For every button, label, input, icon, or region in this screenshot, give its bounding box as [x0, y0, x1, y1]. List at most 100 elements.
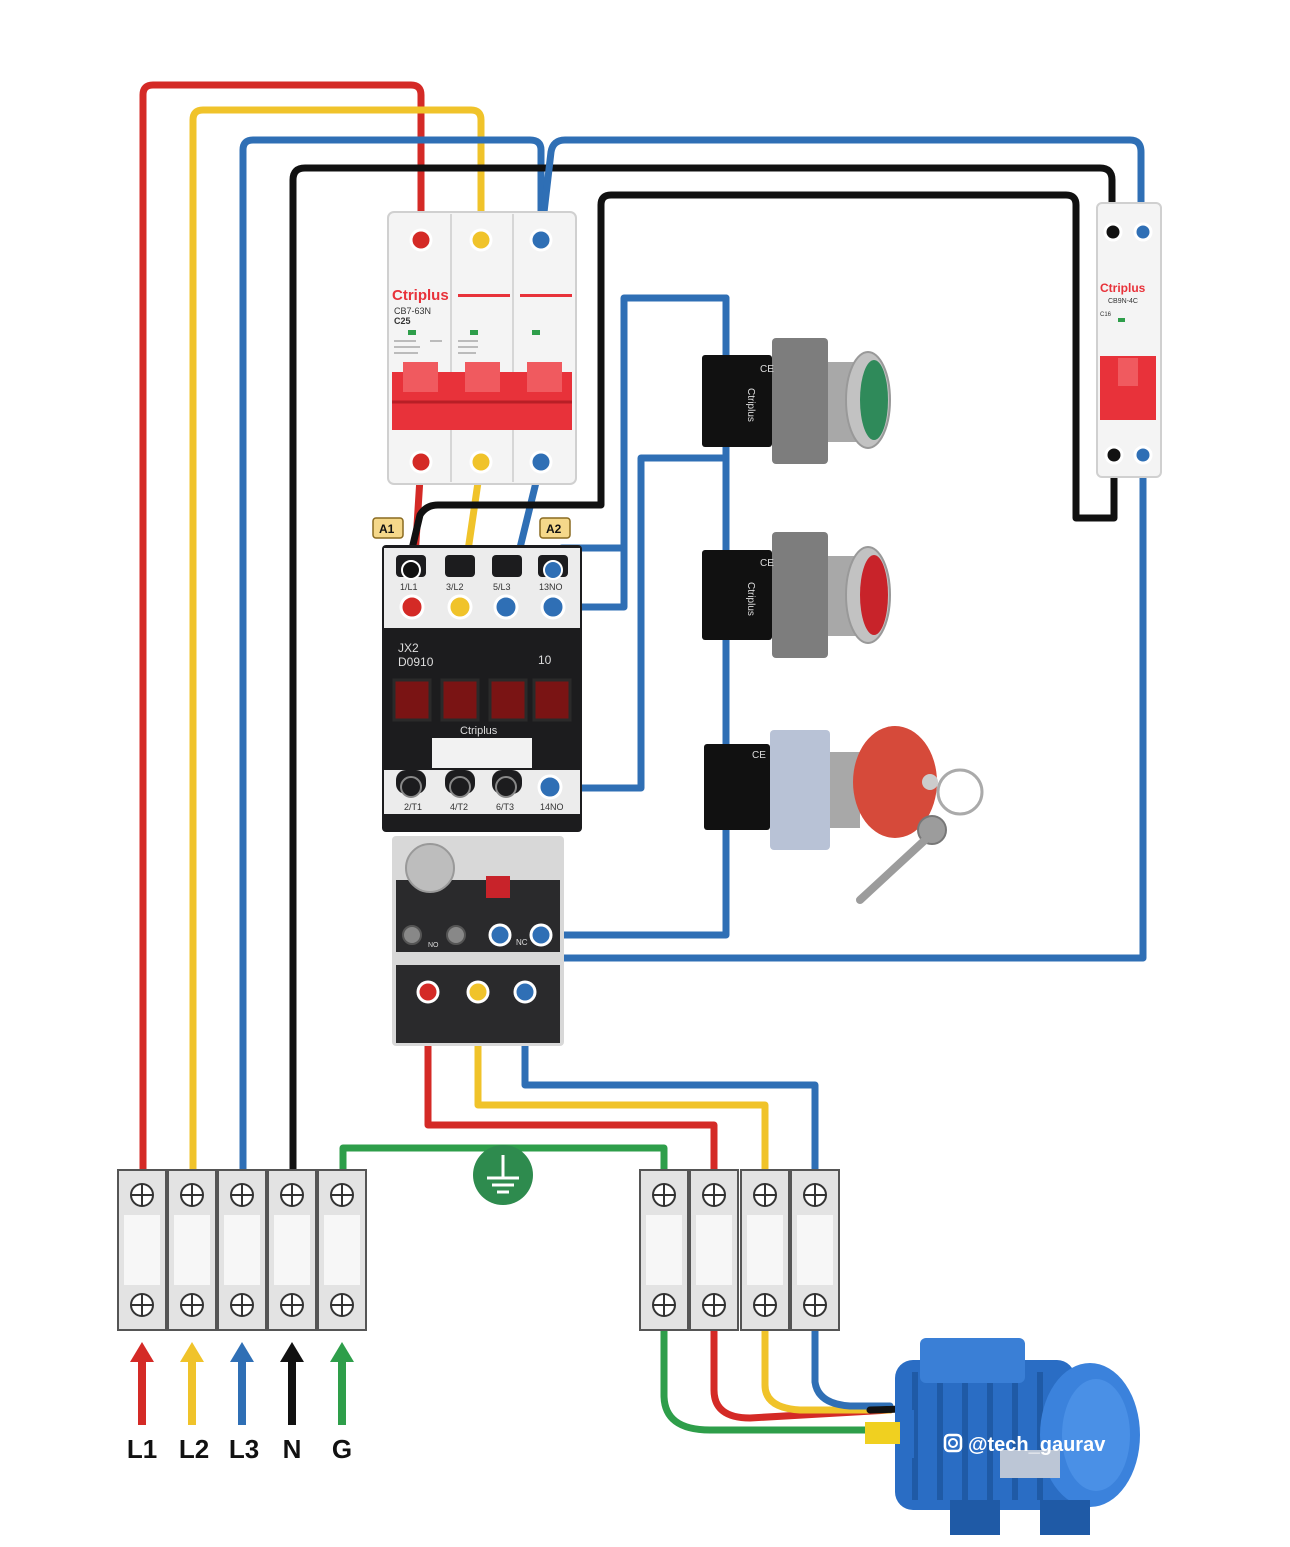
watermark-handle: @tech_gaurav: [968, 1434, 1106, 1456]
mcb1-model: CB9N-4C: [1108, 298, 1138, 305]
terminal[interactable]: [790, 1169, 840, 1331]
supply-terminal-block: [117, 1169, 367, 1331]
terminal[interactable]: [117, 1169, 167, 1331]
terminal[interactable]: [317, 1169, 367, 1331]
mcb1-rating: C16: [1100, 312, 1112, 318]
wire-l3-control-feed: [537, 136, 1145, 242]
mcb3-terminal-l3-in[interactable]: [529, 228, 553, 252]
contactor-terminal-13no[interactable]: [540, 594, 566, 620]
mcb3-stripe: [458, 294, 510, 297]
contactor-terminal-l1[interactable]: [399, 594, 425, 620]
contactor: 1/L1 3/L2 5/L3 13NO 2/T1 4/T2 6/T3 14NO …: [372, 517, 582, 832]
supply-label-l1: L1: [127, 1434, 157, 1464]
mcb3-terminal-l1-out[interactable]: [409, 450, 433, 474]
overload-reset-button[interactable]: [486, 876, 510, 898]
emergency-button-ce: CE: [752, 750, 766, 761]
motor-terminal-box: [920, 1338, 1025, 1383]
terminal[interactable]: [639, 1169, 689, 1331]
emergency-stop-cap[interactable]: [853, 726, 937, 838]
key-icon: [856, 815, 947, 904]
supply-label-l3: L3: [229, 1434, 259, 1464]
overload-current-dial[interactable]: [405, 843, 455, 893]
instagram-icon: [943, 1433, 963, 1453]
supply-arrows: L1 L2 L3 N G: [127, 1342, 354, 1464]
stop-button-cap[interactable]: [860, 555, 888, 635]
overload-terminal-t1[interactable]: [416, 980, 440, 1004]
mcb1-brand: Ctriplus: [1100, 281, 1146, 295]
contactor-bottom-terminal-label: 14NO: [540, 802, 564, 812]
contactor-terminal-t2[interactable]: [449, 776, 471, 798]
overload-no-label: NO: [428, 942, 439, 949]
wire-neutral-supply: [289, 164, 1116, 1179]
wire-neutral-to-a1: [403, 191, 1118, 574]
arrow-up-icon: [330, 1342, 354, 1425]
overload-terminal-nc-in[interactable]: [488, 923, 512, 947]
overload-output-block: [396, 965, 560, 1043]
stop-push-button[interactable]: CE Ctriplus: [702, 532, 891, 658]
contactor-bottom-terminal-label: 4/T2: [450, 802, 468, 812]
wire-l3-supply: [239, 136, 545, 1179]
wire-l1-supply: [139, 81, 425, 1179]
overload-terminal-t3[interactable]: [513, 980, 537, 1004]
contactor-terminal-a1[interactable]: [401, 560, 421, 580]
start-button-ce: CE: [760, 364, 774, 375]
mcb3-terminal-l3-out[interactable]: [529, 450, 553, 474]
coil-tag-a2-text: A2: [546, 522, 562, 536]
start-push-button[interactable]: CE Ctriplus: [702, 338, 891, 464]
mcb1-terminal-n-out[interactable]: [1104, 445, 1124, 465]
contactor-terminal-a2[interactable]: [543, 560, 563, 580]
contactor-terminal-14no[interactable]: [537, 774, 563, 800]
terminal[interactable]: [217, 1169, 267, 1331]
emergency-stop-button[interactable]: CE: [704, 726, 984, 904]
overload-terminal-97[interactable]: [446, 925, 466, 945]
overload-terminal-95[interactable]: [402, 925, 422, 945]
contactor-bottom-terminal-label: 2/T1: [404, 802, 422, 812]
arrow-up-icon: [130, 1342, 154, 1425]
start-button-cap[interactable]: [860, 360, 888, 440]
overload-relay: NC NO: [392, 836, 564, 1046]
wire-motor-v: [761, 1321, 894, 1414]
wire-phase-to-overload: [496, 451, 1147, 962]
wire-motor-u: [710, 1321, 894, 1422]
motor-foot: [950, 1500, 1000, 1535]
mcb3-indicator: [408, 330, 416, 335]
stop-button-brand: Ctriplus: [745, 582, 756, 616]
coil-tag-a1: [372, 517, 404, 539]
contactor-terminal-l3[interactable]: [493, 594, 519, 620]
mcb3-terminal-l2-in[interactable]: [469, 228, 493, 252]
contactor-aux-label: 10: [538, 653, 552, 667]
mcb3-terminal-l2-out[interactable]: [469, 450, 493, 474]
contactor-label-plate: [432, 738, 532, 768]
motor-cooling-fins: [912, 1372, 1043, 1500]
mcb3-fine-print: [394, 340, 478, 354]
contactor-terminal-t3[interactable]: [495, 776, 517, 798]
terminal[interactable]: [740, 1169, 790, 1331]
overload-terminal-nc-out[interactable]: [529, 923, 553, 947]
coil-tag-a1-text: A1: [379, 522, 395, 536]
contactor-indicator-windows: [392, 678, 572, 722]
mcb3-rating: C25: [394, 316, 411, 326]
overload-terminal-t2[interactable]: [466, 980, 490, 1004]
overload-nc-label: NC: [516, 938, 528, 947]
terminal[interactable]: [689, 1169, 739, 1331]
mcb1-terminal-l-in[interactable]: [1133, 222, 1153, 242]
stop-button-ce: CE: [760, 558, 774, 569]
terminal[interactable]: [167, 1169, 217, 1331]
motor-nameplate: [1000, 1450, 1060, 1478]
ground-icon: [473, 1145, 533, 1205]
terminal[interactable]: [267, 1169, 317, 1331]
mcb1-terminal-l-out[interactable]: [1133, 445, 1153, 465]
mcb3-terminal-l1-in[interactable]: [409, 228, 433, 252]
motor: [865, 1338, 1140, 1535]
arrow-up-icon: [230, 1342, 254, 1425]
mcb1-indicator: [1118, 318, 1125, 322]
supply-label-l2: L2: [179, 1434, 209, 1464]
wire-motor-w: [811, 1321, 894, 1410]
key-lock: [922, 774, 938, 790]
contactor-terminal-t1[interactable]: [400, 776, 422, 798]
mcb1-terminal-n-in[interactable]: [1103, 222, 1123, 242]
contactor-terminal-l2[interactable]: [447, 594, 473, 620]
contactor-model-line2: D0910: [398, 655, 434, 669]
arrow-up-icon: [180, 1342, 204, 1425]
